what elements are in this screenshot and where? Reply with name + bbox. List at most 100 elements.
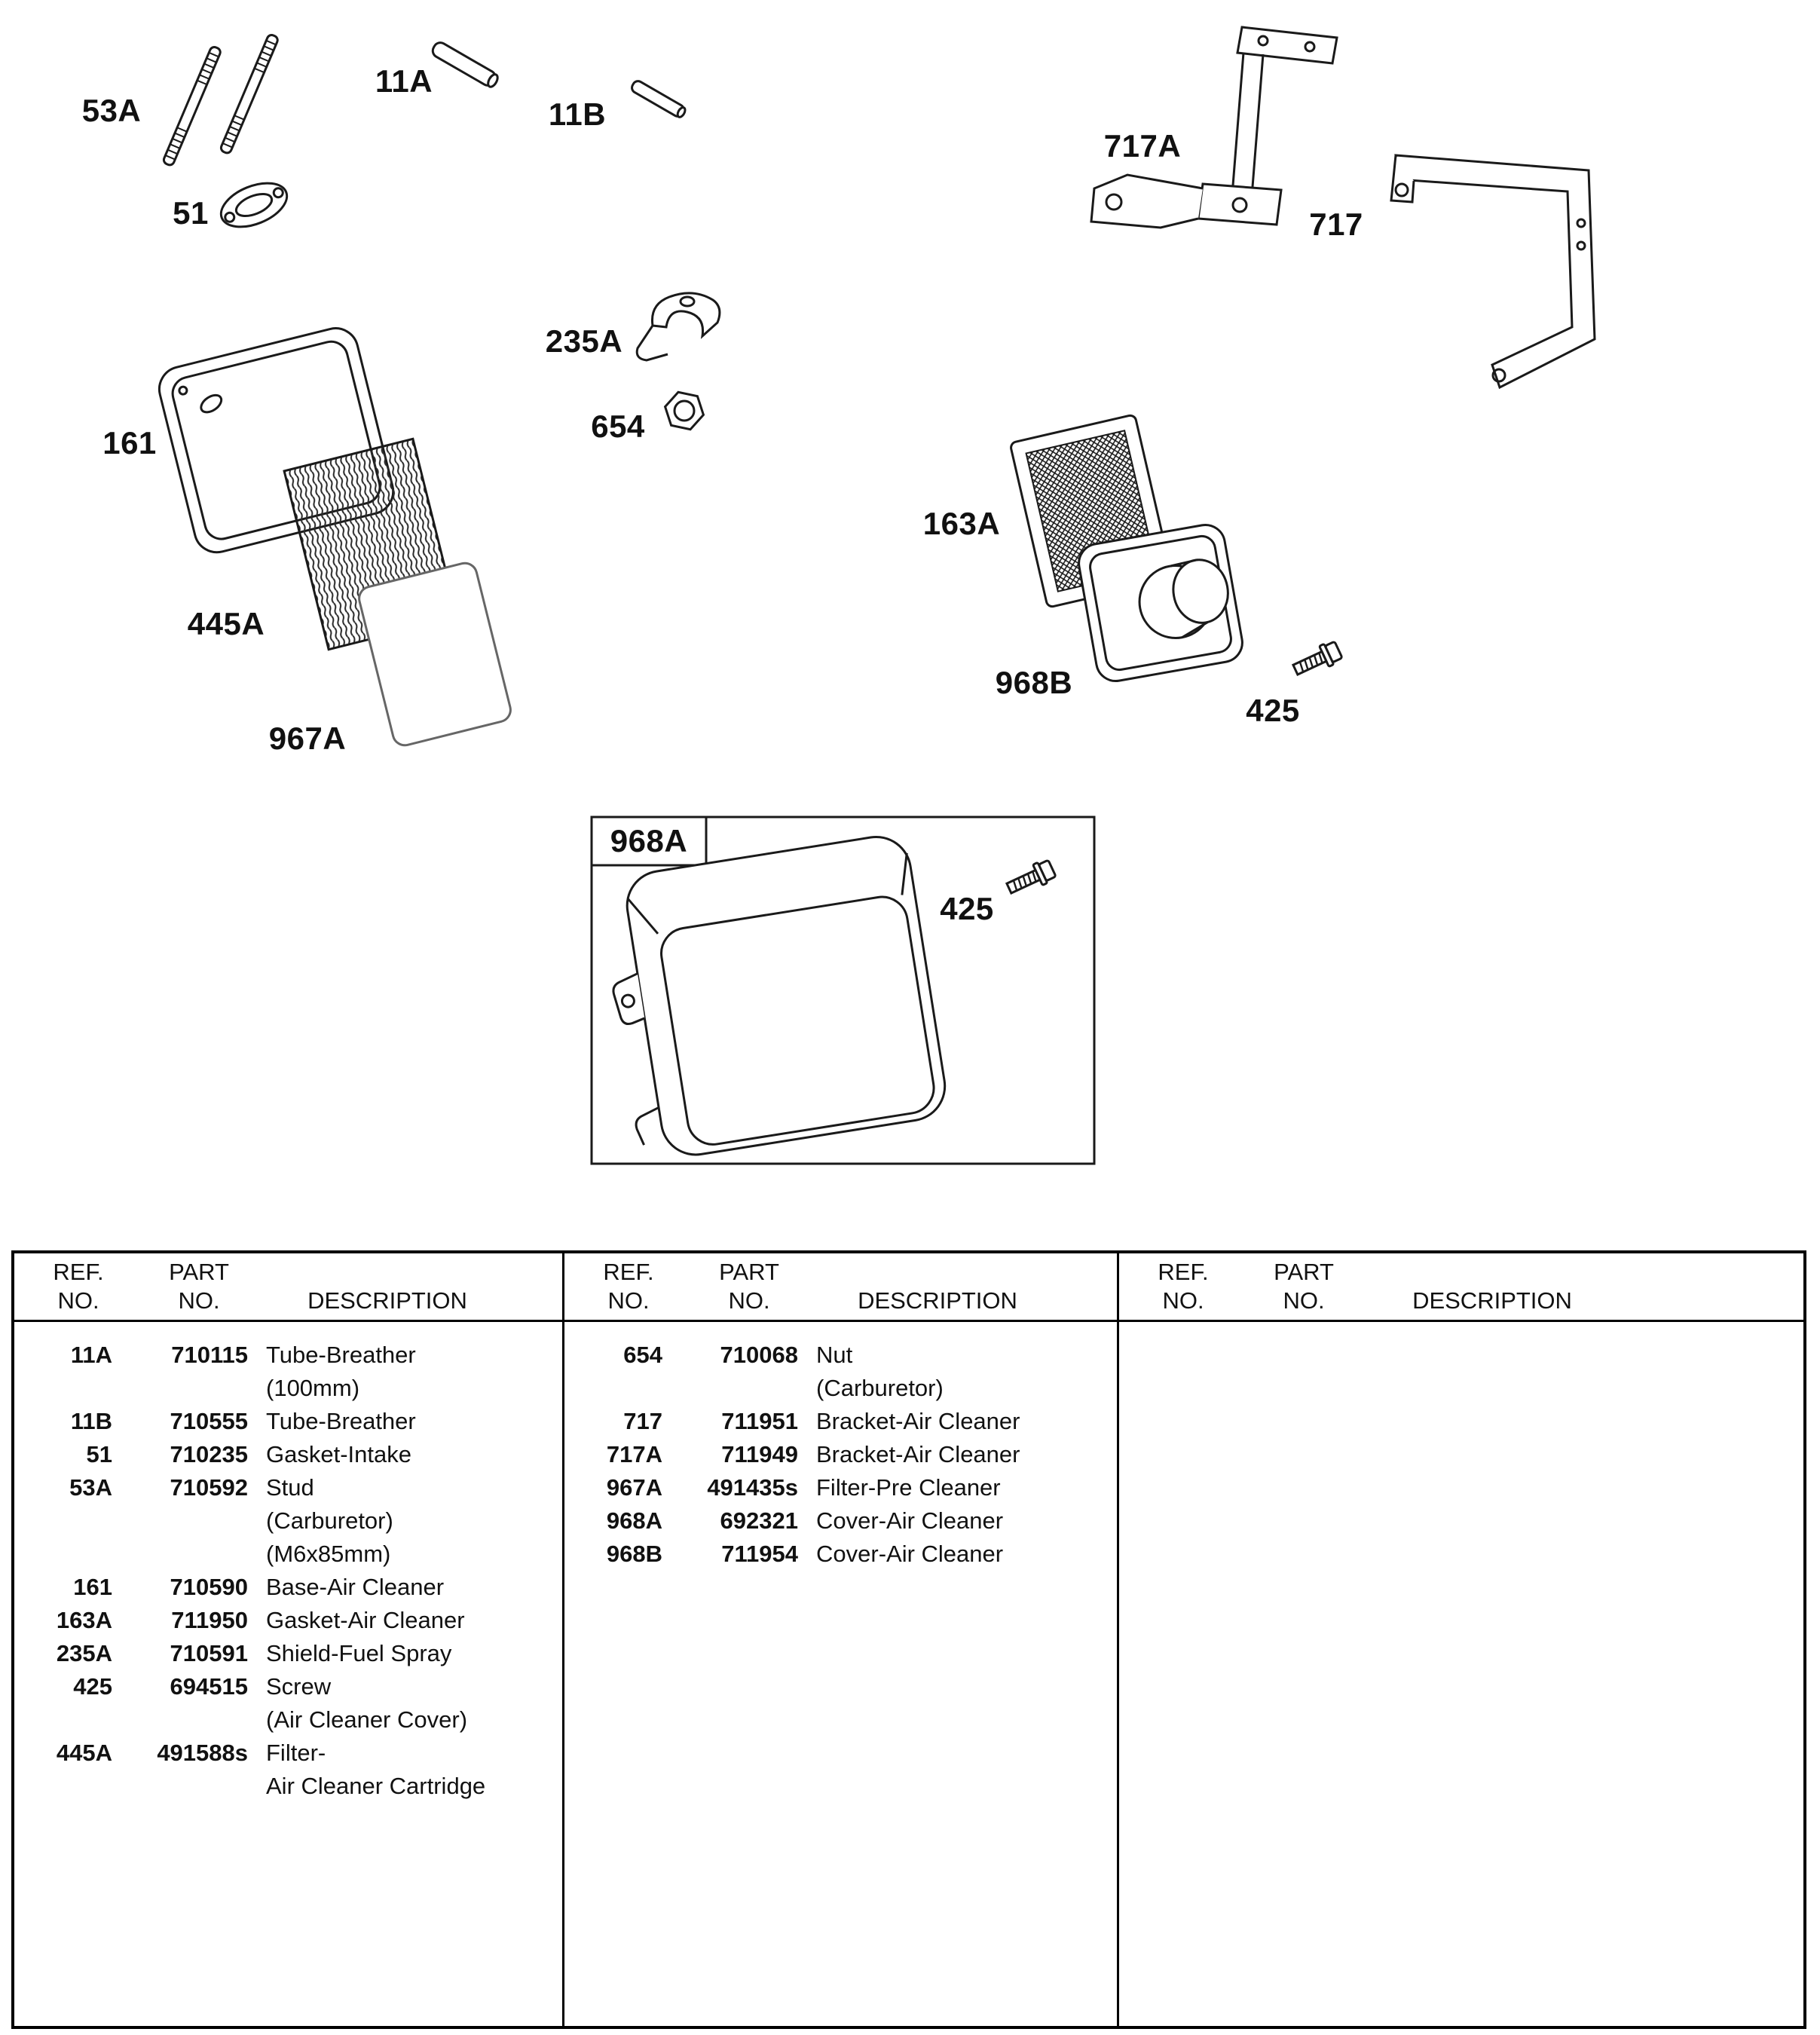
ref-header-line2: NO. bbox=[607, 1287, 650, 1314]
description-cell: Screw bbox=[266, 1673, 332, 1700]
part-cell: 710068 bbox=[720, 1342, 798, 1368]
part-label-968a: 968A bbox=[610, 823, 688, 858]
ref-header-line1: REF. bbox=[603, 1259, 654, 1285]
description-cell: Stud bbox=[266, 1474, 314, 1501]
part-cell: 491435s bbox=[707, 1474, 798, 1501]
part-label-11b: 11B bbox=[548, 96, 607, 132]
screw-425-icon bbox=[1005, 859, 1057, 895]
part-cell: 710590 bbox=[170, 1574, 248, 1600]
table-row: 967A 491435s Filter-Pre Cleaner bbox=[564, 1471, 1117, 1504]
description-cell: Base-Air Cleaner bbox=[266, 1574, 445, 1600]
filter-967a-icon bbox=[358, 562, 512, 747]
description-cell: Gasket-Air Cleaner bbox=[266, 1607, 465, 1633]
ref-cell bbox=[14, 1703, 112, 1737]
cover-968b-icon bbox=[1078, 524, 1243, 682]
part-cell bbox=[662, 1372, 798, 1405]
ref-cell bbox=[14, 1372, 112, 1405]
stud-53a-icon bbox=[162, 45, 222, 167]
description-header: DESCRIPTION bbox=[858, 1287, 1017, 1314]
part-label-53a: 53A bbox=[81, 93, 142, 128]
description-cell: Nut bbox=[816, 1342, 853, 1368]
ref-header-line1: REF. bbox=[53, 1259, 104, 1285]
ref-cell: 51 bbox=[86, 1441, 112, 1467]
part-cell: 491588s bbox=[157, 1740, 248, 1766]
ref-cell: 235A bbox=[56, 1640, 112, 1666]
description-cell: (100mm) bbox=[266, 1375, 360, 1401]
exploded-view: 53A 11A 11B 51 717A 717 235A 654 161 163… bbox=[81, 26, 1596, 1165]
ref-no-header: REF. NO. bbox=[1146, 1258, 1221, 1315]
table-row: 53A 710592 Stud bbox=[14, 1471, 562, 1504]
ref-cell bbox=[14, 1538, 112, 1571]
table-row: 654 710068 Nut bbox=[564, 1339, 1117, 1372]
description-cell: Cover-Air Cleaner bbox=[816, 1541, 1004, 1567]
description-cell: Tube-Breather bbox=[266, 1342, 416, 1368]
ref-cell bbox=[14, 1770, 112, 1803]
table-row: 235A 710591 Shield-Fuel Spray bbox=[14, 1637, 562, 1670]
part-cell: 711949 bbox=[721, 1441, 798, 1467]
description-cell: (M6x85mm) bbox=[266, 1541, 391, 1567]
ref-cell: 425 bbox=[73, 1673, 112, 1700]
description-cell: (Carburetor) bbox=[816, 1375, 944, 1401]
table-rows: 11A 710115 Tube-Breather (100mm) 11B 710… bbox=[14, 1339, 562, 1803]
ref-cell: 717A bbox=[606, 1441, 662, 1467]
part-label-161: 161 bbox=[102, 425, 157, 461]
table-row: (Carburetor) bbox=[564, 1372, 1117, 1405]
tube-11b-icon bbox=[631, 80, 687, 118]
description-cell: Bracket-Air Cleaner bbox=[816, 1441, 1020, 1467]
column-header: REF. NO. PART NO. DESCRIPTION bbox=[564, 1258, 1117, 1318]
ref-cell: 53A bbox=[69, 1474, 112, 1501]
bracket-717a-icon bbox=[1090, 26, 1338, 229]
part-header-line1: PART bbox=[169, 1259, 229, 1285]
part-cell: 710591 bbox=[170, 1640, 248, 1666]
ref-header-line1: REF. bbox=[1158, 1259, 1209, 1285]
table-divider bbox=[562, 1253, 564, 2026]
ref-cell: 967A bbox=[606, 1474, 662, 1501]
description-cell: Tube-Breather bbox=[266, 1408, 416, 1434]
column-header: REF. NO. PART NO. DESCRIPTION bbox=[1119, 1258, 1803, 1318]
table-row: (100mm) bbox=[14, 1372, 562, 1405]
part-label-654: 654 bbox=[591, 409, 645, 444]
table-divider bbox=[1117, 1253, 1119, 2026]
cover-968a-frame bbox=[590, 816, 1096, 1165]
part-label-445a: 445A bbox=[187, 606, 265, 641]
table-row: 717 711951 Bracket-Air Cleaner bbox=[564, 1405, 1117, 1438]
cover-968a-icon bbox=[612, 835, 947, 1156]
description-cell: (Air Cleaner Cover) bbox=[266, 1706, 468, 1733]
table-column-3: REF. NO. PART NO. DESCRIPTION bbox=[1119, 1253, 1803, 2026]
parts-artwork bbox=[158, 26, 1596, 1165]
part-cell bbox=[112, 1770, 248, 1803]
part-cell bbox=[112, 1703, 248, 1737]
part-header-line2: NO. bbox=[1283, 1287, 1325, 1314]
part-header-line2: NO. bbox=[178, 1287, 220, 1314]
table-row: 968B 711954 Cover-Air Cleaner bbox=[564, 1538, 1117, 1571]
screw-425-icon bbox=[1291, 641, 1343, 676]
part-cell: 710592 bbox=[170, 1474, 248, 1501]
part-label-425: 425 bbox=[940, 891, 994, 926]
part-label-717a: 717A bbox=[1103, 128, 1182, 164]
part-header-line1: PART bbox=[719, 1259, 779, 1285]
part-cell: 710235 bbox=[170, 1441, 248, 1467]
part-cell bbox=[112, 1538, 248, 1571]
part-no-header: PART NO. bbox=[704, 1258, 794, 1315]
ref-cell: 11A bbox=[70, 1342, 112, 1368]
part-cell: 694515 bbox=[170, 1673, 248, 1700]
ref-cell bbox=[14, 1504, 112, 1538]
part-label-163a: 163A bbox=[922, 506, 1001, 541]
ref-cell: 11B bbox=[70, 1408, 112, 1434]
part-label-11a: 11A bbox=[375, 63, 433, 99]
part-cell: 710555 bbox=[170, 1408, 248, 1434]
part-cell bbox=[112, 1372, 248, 1405]
parts-table: REF. NO. PART NO. DESCRIPTION 11A 710115… bbox=[11, 1250, 1806, 2029]
ref-cell: 445A bbox=[56, 1740, 112, 1766]
ref-cell: 968B bbox=[606, 1541, 662, 1567]
table-header-rule bbox=[14, 1320, 1803, 1322]
part-label-425: 425 bbox=[1246, 693, 1300, 728]
description-cell: Gasket-Intake bbox=[266, 1441, 411, 1467]
table-row: 717A 711949 Bracket-Air Cleaner bbox=[564, 1438, 1117, 1471]
table-row: 11A 710115 Tube-Breather bbox=[14, 1339, 562, 1372]
bracket-717-icon bbox=[1390, 154, 1596, 390]
part-label-968b: 968B bbox=[995, 665, 1073, 700]
table-row: 11B 710555 Tube-Breather bbox=[14, 1405, 562, 1438]
table-column-1: REF. NO. PART NO. DESCRIPTION 11A 710115… bbox=[14, 1253, 562, 2026]
part-label-51: 51 bbox=[173, 195, 209, 231]
